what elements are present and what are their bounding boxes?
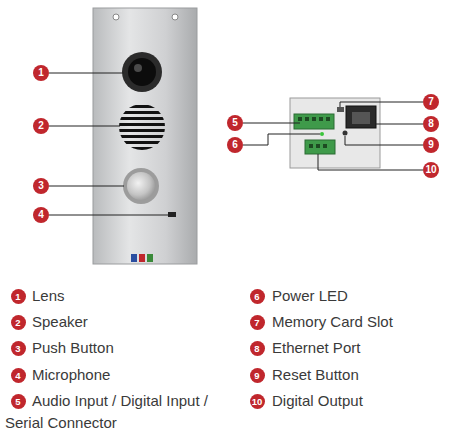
lens: [128, 58, 156, 86]
part-name: Ethernet Port: [272, 338, 360, 358]
terminal-block: [305, 140, 335, 154]
logo-mark: [139, 254, 145, 262]
part-name: Push Button: [32, 338, 114, 358]
callout-number: 10: [423, 162, 439, 178]
part-name: Speaker: [32, 312, 88, 332]
rear-module: [290, 98, 380, 168]
part-name: Lens: [32, 286, 65, 306]
callout-number: 8: [423, 116, 439, 132]
callout-number: 5: [227, 115, 243, 131]
speaker-grille: [118, 105, 166, 150]
callout-number: 4: [11, 368, 26, 383]
lens-highlight: [134, 64, 142, 72]
callout-number: 7: [423, 94, 439, 110]
part-name: Power LED: [272, 286, 348, 306]
callout-number: 8: [250, 341, 265, 356]
power-led: [320, 132, 324, 136]
terminal-block: [294, 114, 334, 129]
screw-hole: [172, 14, 178, 20]
part-name: Reset Button: [272, 365, 359, 385]
callout-number: 2: [33, 118, 49, 134]
callout-number: 3: [33, 178, 49, 194]
lens-ring: [122, 52, 162, 92]
logo-mark: [147, 254, 153, 262]
button-ring: [123, 168, 159, 204]
callout-number: 9: [250, 368, 265, 383]
card-slot: [337, 107, 344, 112]
callout-number: 1: [33, 65, 49, 81]
callout-number: 9: [423, 137, 439, 153]
microphone-hole: [168, 212, 176, 217]
part-name: Digital Output: [272, 391, 363, 411]
leader-lines: [49, 73, 423, 215]
callout-number: 6: [227, 137, 243, 153]
reset-button: [343, 131, 348, 136]
logo-mark: [131, 254, 137, 262]
part-name: Audio Input / Digital Input / Serial Con…: [5, 390, 233, 434]
part-name: Memory Card Slot: [272, 312, 393, 332]
callout-number: 5: [11, 394, 26, 409]
callout-number: 6: [250, 289, 265, 304]
callout-number: 3: [11, 341, 26, 356]
callout-number: 7: [250, 315, 265, 330]
push-button: [127, 172, 155, 200]
ethernet-port: [346, 106, 376, 128]
callout-number: 10: [250, 394, 265, 409]
callout-number: 2: [11, 315, 26, 330]
callout-number: 4: [33, 207, 49, 223]
part-name: Microphone: [32, 365, 110, 385]
screw-hole: [113, 14, 119, 20]
front-plate: [93, 8, 197, 264]
callout-number: 1: [11, 289, 26, 304]
